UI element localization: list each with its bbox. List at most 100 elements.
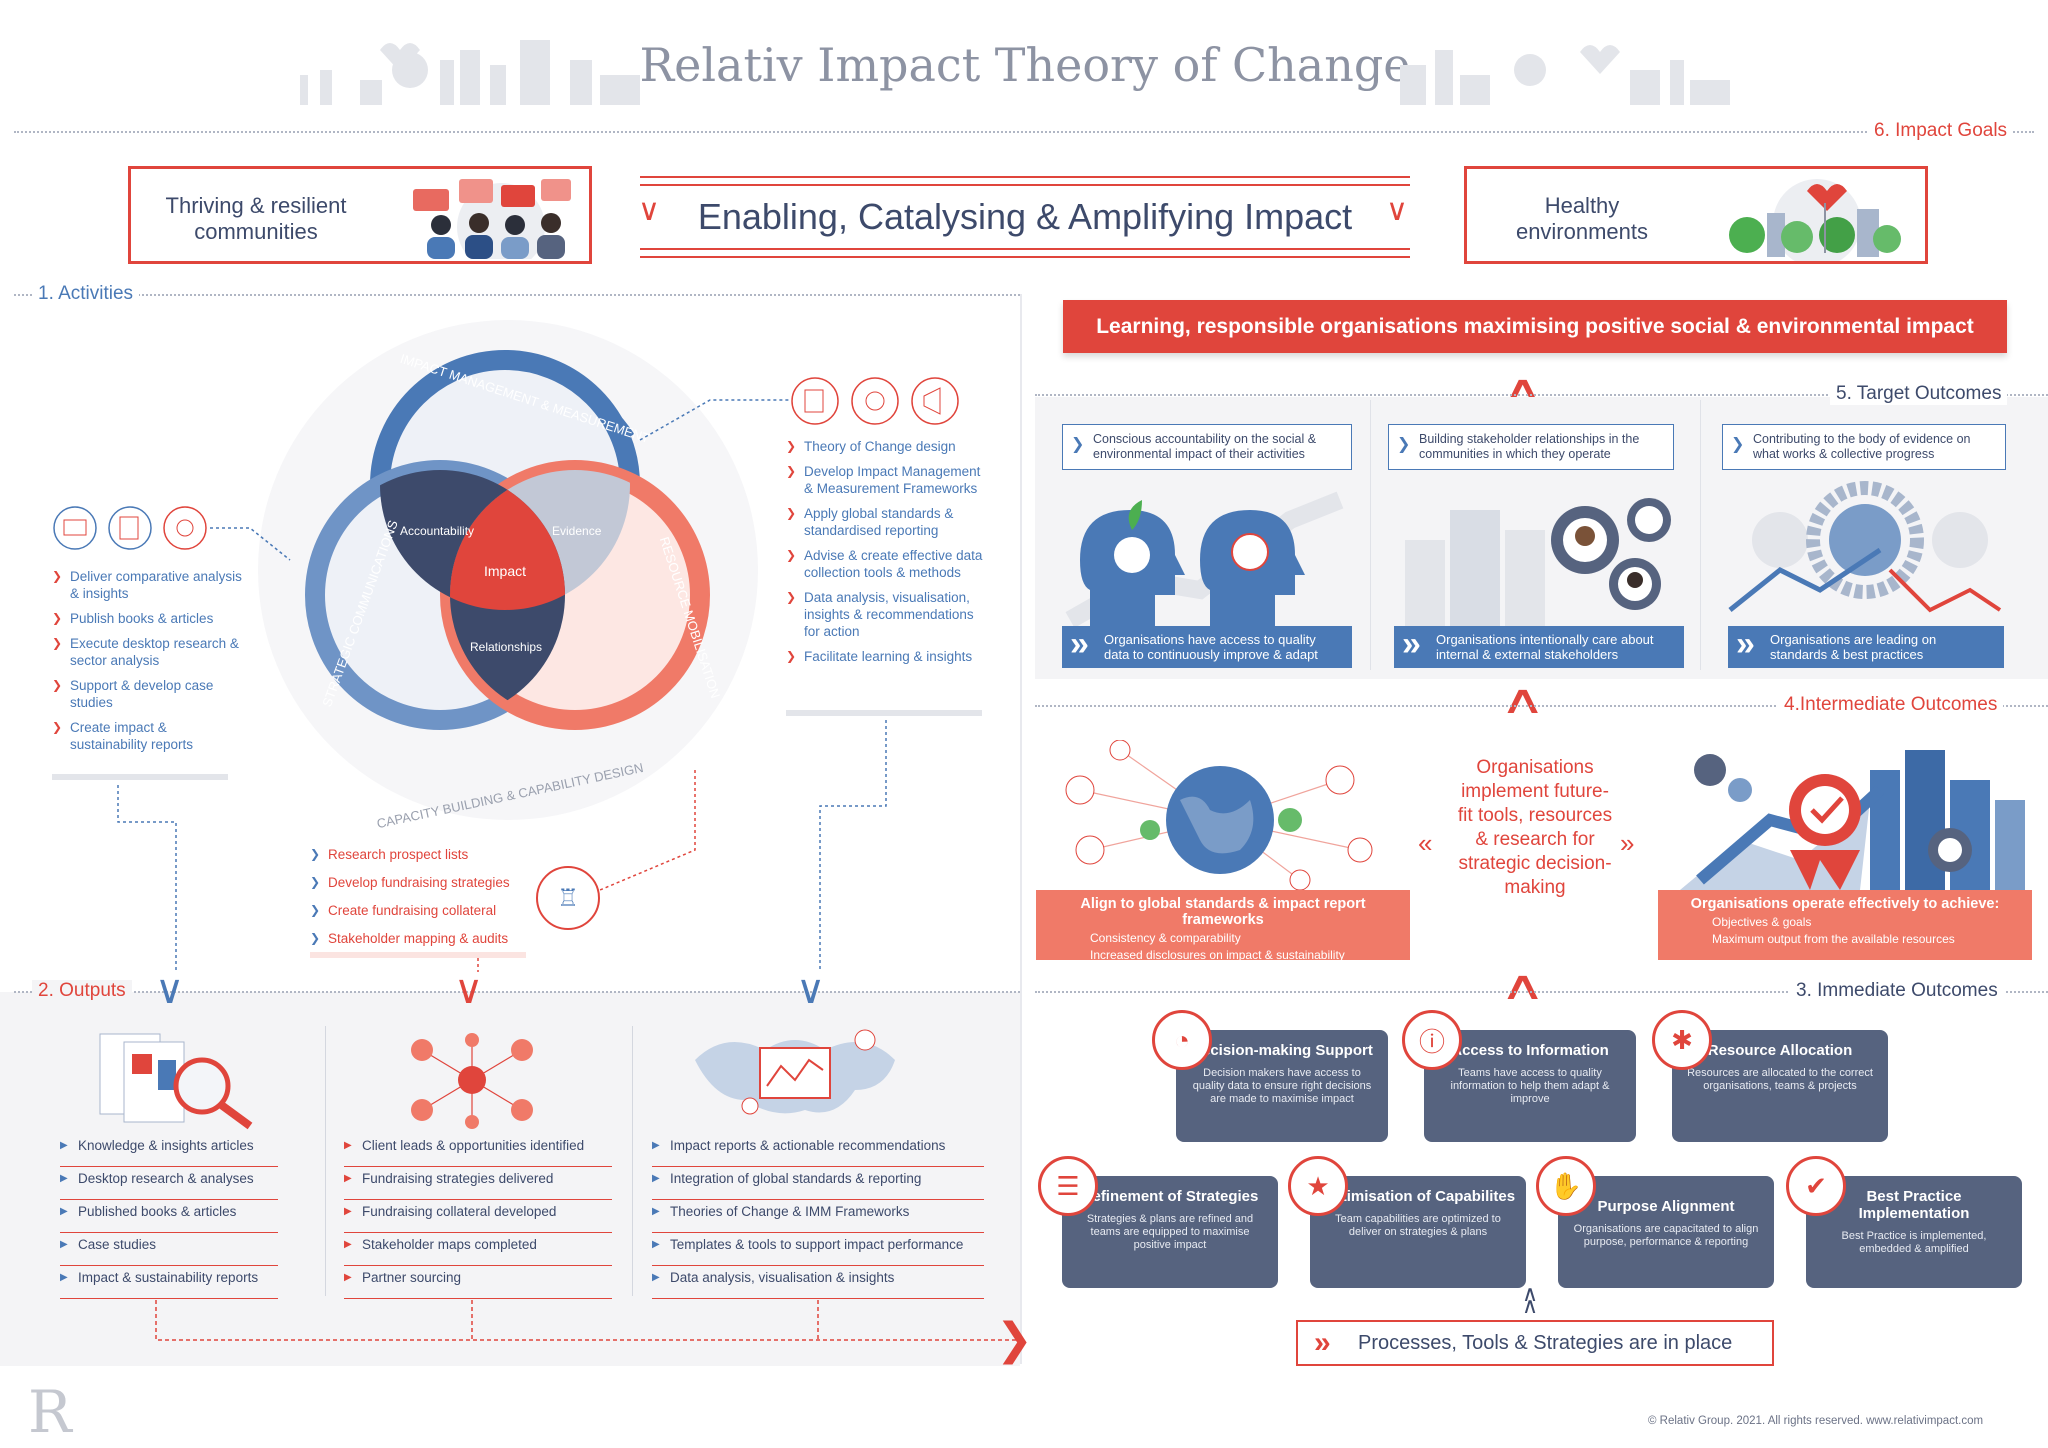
- list-item: Advise & create effective data collectio…: [786, 547, 986, 581]
- center-goal-lines: [640, 176, 1410, 260]
- outputs-col2-list: Client leads & opportunities identified …: [344, 1134, 612, 1299]
- venn-relationships: Relationships: [470, 640, 543, 654]
- outputs-chevron-2-icon: ∨: [454, 968, 484, 1012]
- intermediate-left-item-2: Increased disclosures on impact & sustai…: [1090, 948, 1345, 962]
- card-title: Purpose Alignment: [1597, 1198, 1735, 1215]
- list-item: Case studies: [60, 1233, 278, 1266]
- list-item: Knowledge & insights articles: [60, 1134, 278, 1167]
- list-item: Execute desktop research & sector analys…: [52, 635, 242, 669]
- list-item: Templates & tools to support impact perf…: [652, 1233, 984, 1266]
- card-refinement-strategies: Refinement of Strategies Strategies & pl…: [1062, 1176, 1278, 1288]
- double-up-chevron-icon: ∧∧: [1522, 1281, 1539, 1318]
- impact-banner: Learning, responsible organisations maxi…: [1063, 300, 2007, 353]
- list-item: Stakeholder maps completed: [344, 1233, 612, 1266]
- list-item: Deliver comparative analysis & insights: [52, 568, 242, 602]
- outputs-col1-list: Knowledge & insights articles Desktop re…: [60, 1134, 278, 1299]
- list-item: Integration of global standards & report…: [652, 1167, 984, 1200]
- list-item: Impact & sustainability reports: [60, 1266, 278, 1299]
- target-outcomes-divider: [1035, 394, 2048, 396]
- list-item: Develop fundraising strategies: [310, 874, 540, 891]
- page-title: Relativ Impact Theory of Change: [639, 38, 1411, 92]
- info-icon: ⓘ: [1402, 1010, 1462, 1070]
- target-col-divider-1: [1370, 400, 1371, 670]
- outputs-arrow-right-icon: ❯: [996, 1315, 1033, 1364]
- community-illustration-icon: [401, 175, 581, 271]
- list-item: Create fundraising collateral: [310, 902, 540, 919]
- goal-environments-box: Healthy environments: [1464, 166, 1928, 267]
- activity-right-icons: [790, 376, 960, 426]
- processes-chevron-icon: »: [1314, 1326, 1331, 1359]
- goal-communities-text: Thriving & resilient communities: [165, 193, 347, 244]
- pie-chart-icon: ◔: [1152, 1010, 1212, 1070]
- impact-goals-label: 6. Impact Goals: [1868, 120, 2014, 142]
- footer-copyright: © Relativ Group. 2021. All rights reserv…: [1648, 1415, 1984, 1427]
- left-list-underline: [52, 774, 228, 780]
- list-item: Theories of Change & IMM Frameworks: [652, 1200, 984, 1233]
- outputs-col-divider-2: [632, 1026, 633, 1296]
- target-3-bottom: Organisations are leading on standards &…: [1728, 626, 2004, 668]
- list-item: Create impact & sustainability reports: [52, 719, 242, 753]
- card-title: Optimisation of Capabilites: [1320, 1188, 1516, 1205]
- outputs-divider: [14, 991, 1020, 993]
- check-badge-icon: ✔: [1786, 1156, 1846, 1216]
- card-desc: Strategies & plans are refined and teams…: [1086, 1213, 1254, 1251]
- list-item: Facilitate learning & insights: [786, 648, 986, 665]
- card-desc: Decision makers have access to quality d…: [1192, 1067, 1372, 1105]
- research-magnifier-icon: [90, 1030, 270, 1130]
- intermediate-right-item-1: Objectives & goals: [1712, 915, 1812, 929]
- award-city-icon: [1660, 740, 2030, 890]
- list-item: Apply global standards & standardised re…: [786, 505, 986, 539]
- target-outcomes-label: 5. Target Outcomes: [1830, 383, 2008, 405]
- intermediate-left-box: Align to global standards & impact repor…: [1036, 890, 1410, 962]
- network-hub-icon: [392, 1030, 552, 1130]
- city-stakeholders-icon: [1395, 480, 1685, 630]
- list-item: Impact reports & actionable recommendati…: [652, 1134, 984, 1167]
- card-title: Decision-making Support: [1191, 1042, 1373, 1059]
- processes-text: Processes, Tools & Strategies are in pla…: [1358, 1332, 1733, 1354]
- intermediate-right-item-2: Maximum output from the available resour…: [1712, 932, 1955, 946]
- intermediate-center-text: Organisations implement future-fit tools…: [1457, 757, 1613, 898]
- goal-communities-box: Thriving & resilient communities: [128, 166, 592, 271]
- gears-target-icon: [1720, 480, 2010, 630]
- intermediate-right-title: Organisations operate effectively to ach…: [1690, 896, 2000, 912]
- bottom-list-underline: [310, 952, 526, 958]
- outputs-col-divider-1: [325, 1026, 326, 1296]
- venn-impact: Impact: [484, 563, 527, 579]
- card-title: Resource Allocation: [1707, 1042, 1853, 1059]
- intermediate-left-title: Align to global standards & impact repor…: [1080, 896, 1366, 928]
- intermediate-chevron-right-icon: »: [1620, 828, 1635, 858]
- card-desc: Best Practice is implemented, embedded &…: [1841, 1230, 1987, 1255]
- list-item: Fundraising strategies delivered: [344, 1167, 612, 1200]
- target-1-bottom: Organisations have access to quality dat…: [1062, 626, 1352, 668]
- hand-icon: ✋: [1536, 1156, 1596, 1216]
- target-1-top: Conscious accountability on the social &…: [1062, 424, 1352, 470]
- intermediate-right-box: Organisations operate effectively to ach…: [1658, 890, 2032, 960]
- card-title: Access to Information: [1451, 1042, 1609, 1059]
- intermediate-chevron-left-icon: «: [1418, 828, 1433, 858]
- card-title: Best Practice Implementation: [1858, 1188, 1970, 1222]
- target-3-top: Contributing to the body of evidence on …: [1722, 424, 2006, 470]
- outputs-chevron-3-icon: ∨: [796, 968, 826, 1012]
- processes-box: » Processes, Tools & Strategies are in p…: [1296, 1320, 1774, 1366]
- header-illustration-right: [1390, 30, 1750, 110]
- list-item: Research prospect lists: [310, 846, 540, 863]
- list-item: Partner sourcing: [344, 1266, 612, 1299]
- target-col-divider-2: [1700, 400, 1701, 670]
- venn-accountability: Accountability: [400, 524, 475, 538]
- list-item: Develop Impact Management & Measurement …: [786, 463, 986, 497]
- intermediate-label: 4.Intermediate Outcomes: [1778, 694, 2004, 716]
- up-chevron-2-icon: ∧: [1499, 678, 1547, 722]
- activity-right-list: Theory of Change design Develop Impact M…: [786, 438, 986, 673]
- card-access-information: Access to Information Teams have access …: [1424, 1030, 1636, 1142]
- list-item: Desktop research & analyses: [60, 1167, 278, 1200]
- global-network-icon: [1050, 739, 1390, 891]
- activities-label: 1. Activities: [32, 283, 140, 305]
- list-item: Theory of Change design: [786, 438, 986, 455]
- target-2-bottom: Organisations intentionally care about i…: [1394, 626, 1684, 668]
- outputs-chevron-1-icon: ∨: [155, 968, 185, 1012]
- immediate-divider: [1035, 991, 2048, 993]
- list-item: Support & develop case studies: [52, 677, 242, 711]
- header-illustration-left: [290, 30, 650, 110]
- card-title: Refinement of Strategies: [1081, 1188, 1259, 1205]
- outputs-bottom-connector: [150, 1300, 1050, 1360]
